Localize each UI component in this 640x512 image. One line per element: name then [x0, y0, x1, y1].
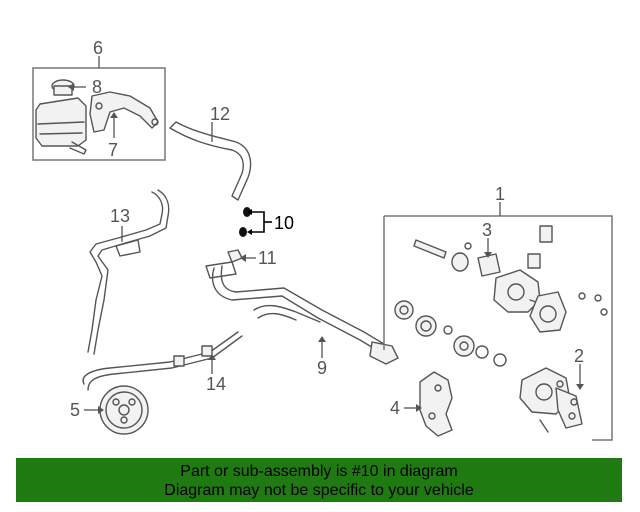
- callout-1: 1: [495, 184, 505, 204]
- reservoir-group: [32, 56, 166, 161]
- callout-10: 10: [274, 213, 294, 233]
- bracket-4: [404, 371, 453, 437]
- return-hose-12: [169, 121, 252, 201]
- callout-14: 14: [206, 374, 226, 394]
- callout-3: 3: [482, 220, 492, 240]
- callout-5: 5: [70, 400, 80, 420]
- callout-13: 13: [110, 206, 130, 226]
- pressure-hose-9: [205, 261, 399, 365]
- callout-11: 11: [258, 248, 277, 268]
- pump-body-icon: [493, 269, 541, 313]
- callout-7: 7: [108, 140, 118, 160]
- banner-line-2: Diagram may not be specific to your vehi…: [164, 482, 474, 499]
- callout-9: 9: [317, 358, 327, 378]
- reservoir-bracket-icon: [89, 91, 159, 133]
- callout-4: 4: [390, 398, 400, 418]
- hose-clamp-10: [239, 207, 272, 237]
- callout-8: 8: [92, 77, 102, 97]
- info-banner: Part or sub-assembly is #10 in diagram D…: [16, 458, 622, 502]
- callout-2: 2: [574, 346, 584, 366]
- callout-6: 6: [93, 38, 103, 58]
- clip-11: [227, 249, 256, 263]
- callout-12: 12: [210, 104, 230, 124]
- return-tube-14: [82, 331, 243, 391]
- pump-assembly-group: [383, 202, 613, 441]
- pulley-5: [84, 385, 149, 435]
- banner-line-1: Part or sub-assembly is #10 in diagram: [180, 463, 458, 480]
- suction-hose-13: [87, 189, 170, 355]
- pump-box: [384, 215, 613, 441]
